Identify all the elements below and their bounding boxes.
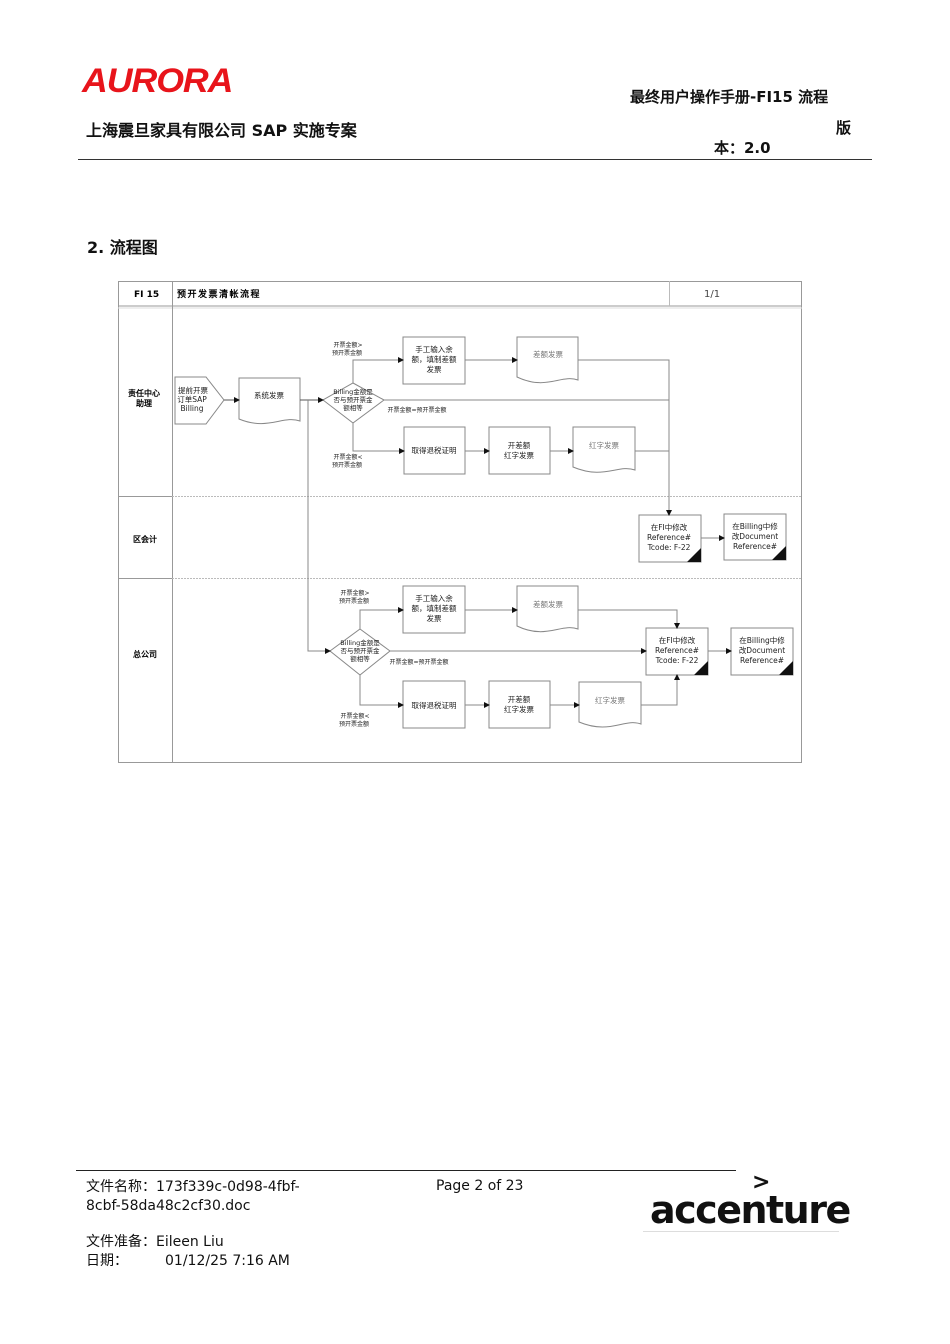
billing2-text-l1: 在Billing中修	[739, 635, 785, 645]
accenture-mark: >	[752, 1170, 771, 1195]
red-diff1-text-l1: 开差额	[508, 440, 531, 450]
billing-modify-node-1	[723, 513, 787, 561]
file-name-value-l1: 173f339c-0d98-4fbf-	[156, 1179, 300, 1195]
diff-invoice-node-2	[516, 585, 579, 633]
cond2-greater-l2: 预开票金额	[339, 597, 369, 605]
manual-title: 最终用户操作手册-FI15 流程	[630, 88, 829, 106]
lane-label-assistant-l1: 责任中心	[128, 388, 160, 398]
cond1-less-l2: 预开票金额	[332, 461, 362, 469]
start-text-l3: Billing	[181, 404, 204, 413]
cond1-less-l1: 开票金额<	[333, 453, 362, 461]
decision1-text-l2: 否与预开票金	[334, 395, 374, 404]
fi2-text-l2: Reference#	[655, 646, 699, 655]
lane-label-assistant-l2: 助理	[136, 398, 152, 408]
manual2-text-l2: 额，填制差额	[412, 603, 457, 613]
date-value: 01/12/25 7:16 AM	[165, 1253, 290, 1269]
fi1-text-l3: Tcode: F-22	[647, 543, 691, 552]
system-invoice-text: 系统发票	[254, 390, 284, 400]
manual1-text-l2: 额，填制差额	[412, 354, 457, 364]
red-invoice-node-1	[572, 426, 636, 473]
footer-file-name: 文件名称：173f339c-0d98-4fbf- 8cbf-58da48c2cf…	[86, 1178, 300, 1216]
version-number: 本：2.0	[714, 139, 771, 157]
manual1-text-l3: 发票	[427, 364, 442, 374]
file-name-value-l2: 8cbf-58da48c2cf30.doc	[86, 1198, 251, 1214]
manual2-text-l3: 发票	[427, 613, 442, 623]
company-project: 上海震旦家具有限公司 SAP 实施专案	[86, 121, 357, 140]
diff-invoice1-text: 差额发票	[533, 349, 563, 359]
flow-name: 预开发票清帐流程	[177, 288, 261, 300]
cond1-greater-l2: 预开票金额	[332, 349, 362, 357]
flowchart: FI 15 预开发票清帐流程 1/1 责任中心 助理 区会计 总公司	[118, 281, 802, 763]
aurora-logo: AURORA	[82, 62, 233, 100]
footer-divider	[76, 1170, 736, 1171]
start-text-l2: 订单SAP	[177, 394, 207, 404]
billing2-text-l3: Reference#	[740, 656, 784, 665]
cond1-greater-l1: 开票金额>	[333, 341, 362, 349]
footer-prepared: 文件准备：Eileen Liu	[86, 1233, 224, 1252]
logo-underline	[643, 1231, 839, 1232]
decision2-text-l3: 额相等	[350, 654, 370, 663]
flow-code: FI 15	[134, 290, 159, 300]
lane-label-head-office: 总公司	[133, 649, 157, 659]
billing1-text-l3: Reference#	[733, 542, 777, 551]
start-text-l1: 提前开票	[178, 385, 208, 395]
decision1-text-l3: 额相等	[343, 403, 363, 412]
red-invoice1-text: 红字发票	[589, 440, 619, 450]
fi1-text-l1: 在FI中修改	[651, 522, 688, 532]
date-label: 日期：	[86, 1253, 128, 1269]
prepared-by: Eileen Liu	[156, 1234, 224, 1250]
file-name-label: 文件名称：	[86, 1179, 156, 1195]
red-diff2-text-l1: 开差额	[508, 694, 531, 704]
tax-cert-node-2	[402, 680, 466, 729]
version-label: 版	[836, 119, 852, 137]
flow-page: 1/1	[704, 289, 720, 300]
system-invoice-node	[238, 377, 301, 425]
start-node	[174, 376, 225, 425]
cond2-equal: 开票金额=预开票金额	[389, 658, 448, 666]
decision2-text-l1: Billing金额是	[340, 638, 380, 647]
manual1-text-l1: 手工输入余	[415, 344, 453, 354]
red-invoice2-text: 红字发票	[595, 695, 625, 705]
accenture-logo: accenture	[650, 1188, 851, 1232]
fi2-text-l1: 在FI中修改	[659, 635, 696, 645]
fi2-text-l3: Tcode: F-22	[655, 656, 699, 665]
cond2-greater-l1: 开票金额>	[340, 589, 369, 597]
tax-cert2-text: 取得退税证明	[412, 700, 457, 710]
billing-modify-node-2	[730, 627, 794, 676]
footer-page-info: Page 2 of 23	[436, 1178, 524, 1194]
section-title: 2. 流程图	[87, 238, 158, 257]
billing1-text-l2: 改Document	[732, 531, 778, 541]
cond1-equal: 开票金额=预开票金额	[387, 406, 446, 414]
billing1-text-l1: 在Billing中修	[732, 521, 778, 531]
footer-date: 日期： 01/12/25 7:16 AM	[86, 1252, 290, 1271]
diff-invoice2-text: 差额发票	[533, 599, 563, 609]
manual2-text-l1: 手工输入余	[415, 593, 453, 603]
header-divider	[78, 159, 872, 160]
red-diff-node-2	[488, 680, 551, 729]
red-invoice-node-2	[578, 681, 642, 728]
decision1-text-l1: Billing金额是	[333, 387, 373, 396]
billing2-text-l2: 改Document	[739, 645, 785, 655]
prepared-label: 文件准备：	[86, 1234, 156, 1250]
red-diff2-text-l2: 红字发票	[504, 704, 534, 714]
lane-label-regional-accountant: 区会计	[133, 534, 157, 544]
cond2-less-l1: 开票金额<	[340, 712, 369, 720]
red-diff1-text-l2: 红字发票	[504, 450, 534, 460]
diff-invoice-node-1	[516, 336, 579, 384]
fi1-text-l2: Reference#	[647, 533, 691, 542]
tax-cert1-text: 取得退税证明	[412, 445, 457, 455]
decision2-text-l2: 否与预开票金	[341, 646, 381, 655]
cond2-less-l2: 预开票金额	[339, 720, 369, 728]
